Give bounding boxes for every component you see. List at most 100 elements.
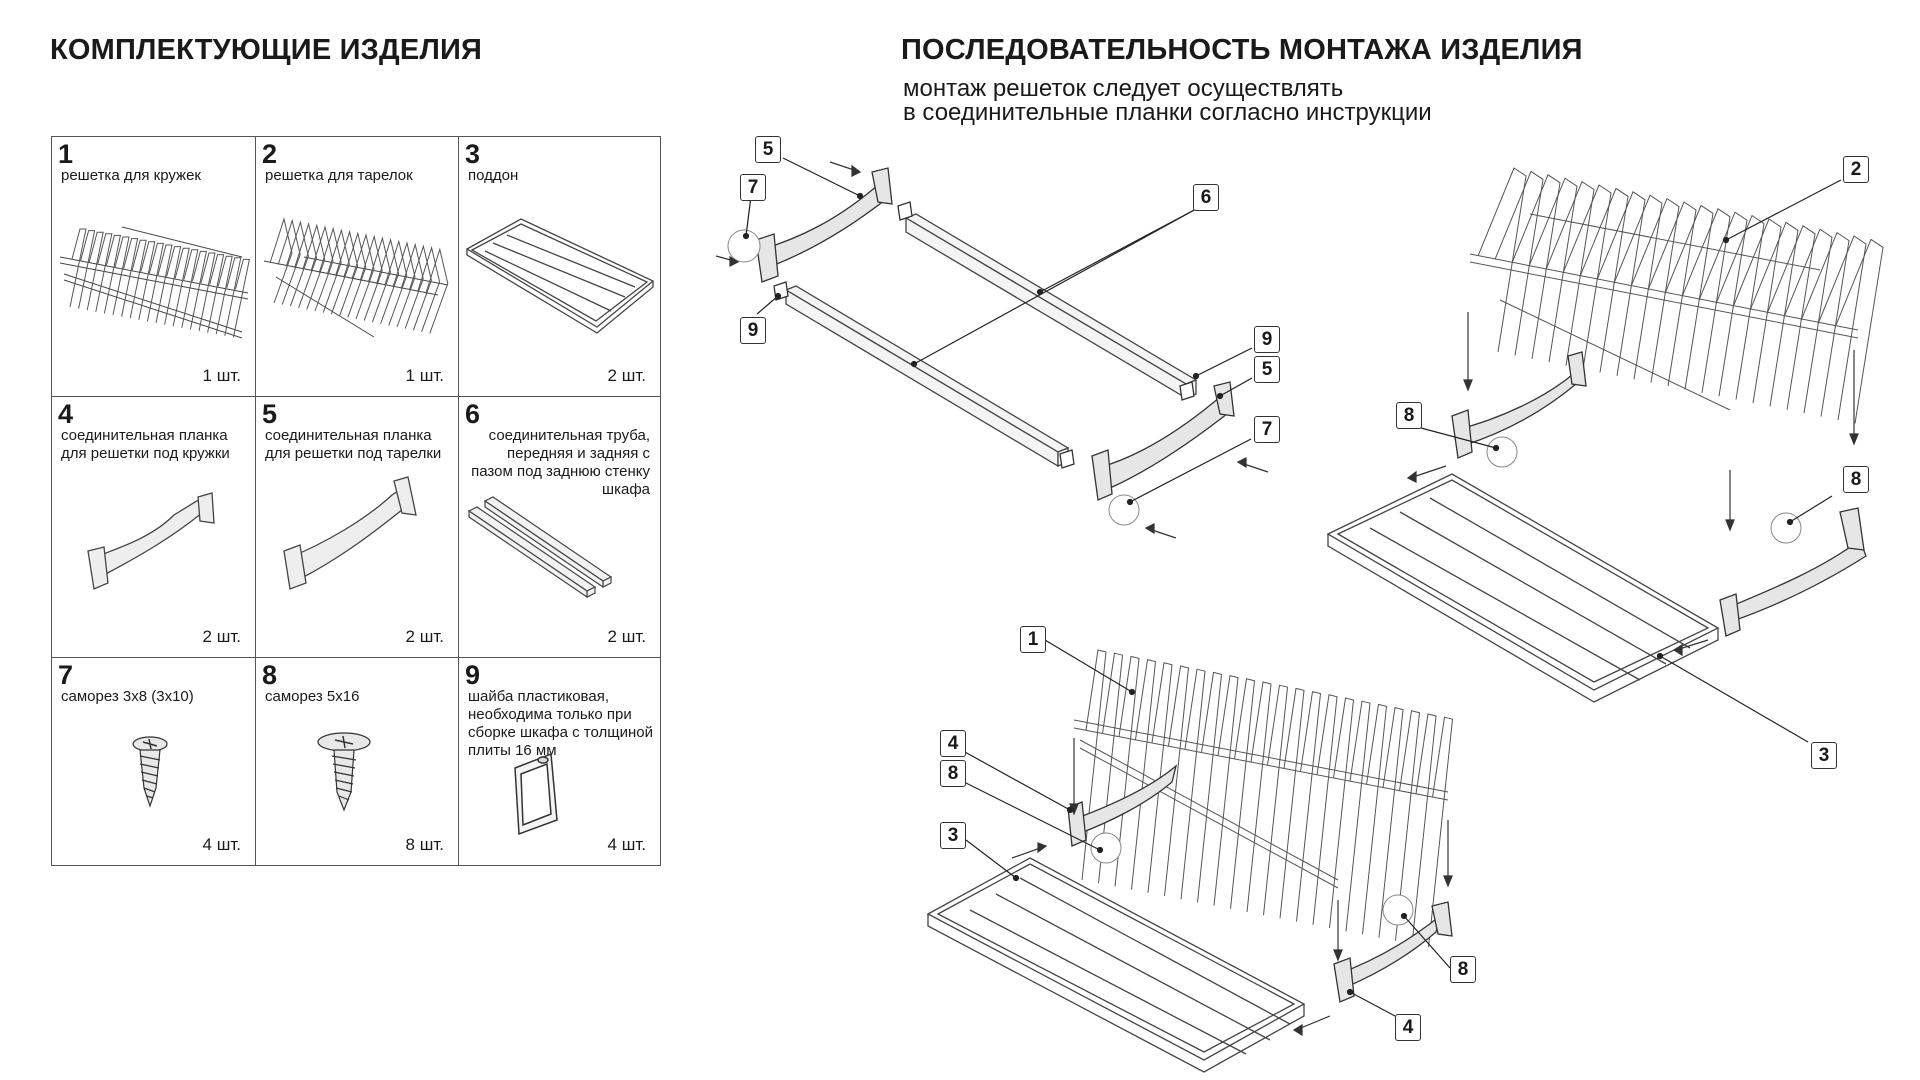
rack-wire [400, 242, 424, 329]
rack-wire [1817, 235, 1867, 421]
rack-wire [310, 225, 334, 312]
part-cell-3: 3 поддон 2 шт. [459, 137, 661, 397]
callout-8-right-a: 8 [1396, 402, 1422, 429]
part-number: 8 [262, 660, 278, 690]
rack-wire [1494, 170, 1544, 356]
part-description: соединительная труба, передняя и задняя … [471, 427, 650, 498]
rack-wire [351, 233, 375, 320]
part-cell-4: 4 соединительная планка для решетки под … [52, 397, 256, 658]
rack-wire [335, 229, 359, 316]
part-description: саморез 3х8 (3х10) [61, 688, 194, 705]
callout-8-bottom-b: 8 [1450, 956, 1476, 983]
cup-bracket-icon [87, 492, 215, 590]
rack-wire [1613, 194, 1663, 380]
rack-wire [1411, 713, 1437, 945]
assembly-subtitle: монтаж решеток следует осуществлять в со… [903, 77, 1432, 125]
rack-wire [1329, 697, 1355, 929]
rack-wire [129, 239, 147, 319]
rack-wire [198, 252, 216, 332]
rack-wire [1362, 703, 1388, 935]
part-description: решетка для тарелок [265, 167, 413, 184]
part-number: 2 [262, 139, 278, 169]
rack-wire [1749, 221, 1799, 407]
rack-wire [207, 254, 225, 333]
rack-wire [1579, 187, 1629, 373]
arrows-right [1406, 312, 1859, 657]
part-quantity: 1 шт. [405, 366, 444, 385]
part-number: 3 [465, 139, 481, 169]
part-description: соединительная планка для решетки под кр… [61, 427, 230, 462]
screw-large-icon [317, 732, 371, 812]
rack-wire [1378, 706, 1404, 938]
plate-rack-assembly [1469, 167, 1884, 424]
part-description: поддон [468, 167, 519, 184]
rack-wire [172, 247, 190, 327]
rack-wire [367, 236, 391, 323]
subtitle-line-1: монтаж решеток следует осуществлять [903, 75, 1344, 102]
rack-wire [1800, 231, 1850, 417]
callout-5-right: 5 [1254, 356, 1280, 383]
callout-5-top: 5 [755, 136, 781, 163]
rack-wire [1164, 665, 1190, 897]
rack-wire [1715, 214, 1765, 400]
rack-wire [112, 236, 130, 316]
rack-wire [181, 249, 199, 328]
parts-table: 1 решетка для кружек 1 шт. 2 решетка для… [51, 136, 661, 866]
tray-right [1326, 473, 1720, 703]
rack-wire [359, 234, 383, 321]
rack-wire [1511, 174, 1561, 359]
rack-wire [1732, 218, 1782, 404]
rack-wire [1081, 649, 1107, 881]
rack-wire [425, 247, 449, 334]
rack-wire [1197, 671, 1223, 903]
part-number: 5 [262, 399, 278, 429]
rack-wire [69, 228, 87, 308]
rack-wire [326, 228, 350, 315]
part-number: 4 [58, 399, 74, 429]
rack-wire [1098, 652, 1124, 884]
rack-wire [392, 241, 416, 328]
rack-wire [1395, 710, 1421, 941]
rack-wire [285, 220, 309, 307]
part-quantity: 2 шт. [202, 627, 241, 646]
rack-wire [408, 244, 432, 331]
rack-wire [1545, 180, 1595, 366]
part-quantity: 2 шт. [607, 627, 646, 646]
rack-wire [1180, 668, 1206, 900]
callout-4-bottom-b: 4 [1395, 1014, 1421, 1041]
rack-wire [1766, 225, 1816, 410]
rack-wire [78, 230, 96, 309]
rack-wire [294, 221, 318, 308]
rack-wire [1681, 208, 1731, 393]
rack-wire [86, 231, 104, 311]
rack-wire [1562, 184, 1612, 370]
callout-6: 6 [1193, 184, 1219, 211]
callout-8-bottom-a: 8 [940, 760, 966, 787]
rack-wire [1428, 716, 1454, 948]
rack-wire [1647, 201, 1697, 387]
plate-rack-icon [263, 217, 449, 338]
rack-wire [1312, 694, 1338, 925]
part-number: 1 [58, 139, 74, 169]
tray-icon [465, 218, 655, 334]
part-description: саморез 5х16 [265, 688, 360, 705]
frame-tubes [784, 213, 1198, 468]
assembly-section-title: ПОСЛЕДОВАТЕЛЬНОСТЬ МОНТАЖА ИЗДЕЛИЯ [901, 34, 1583, 66]
rack-wire [1783, 228, 1833, 414]
callout-2: 2 [1843, 156, 1869, 183]
rack-wire [1114, 655, 1140, 887]
rack-wire [384, 239, 408, 326]
part-quantity: 2 шт. [405, 627, 444, 646]
rack-wire [1213, 674, 1239, 906]
part-description: решетка для кружек [61, 167, 201, 184]
rack-wire [1263, 684, 1289, 916]
rack-wire [1131, 658, 1157, 890]
screw-small-icon [132, 736, 168, 808]
washer-icon [514, 752, 558, 836]
callout-8-right-b: 8 [1843, 466, 1869, 493]
rack-wire [121, 238, 139, 317]
brackets-right [1451, 351, 1867, 637]
bracket-upper-left [727, 167, 913, 301]
callout-9-right: 9 [1254, 326, 1280, 353]
